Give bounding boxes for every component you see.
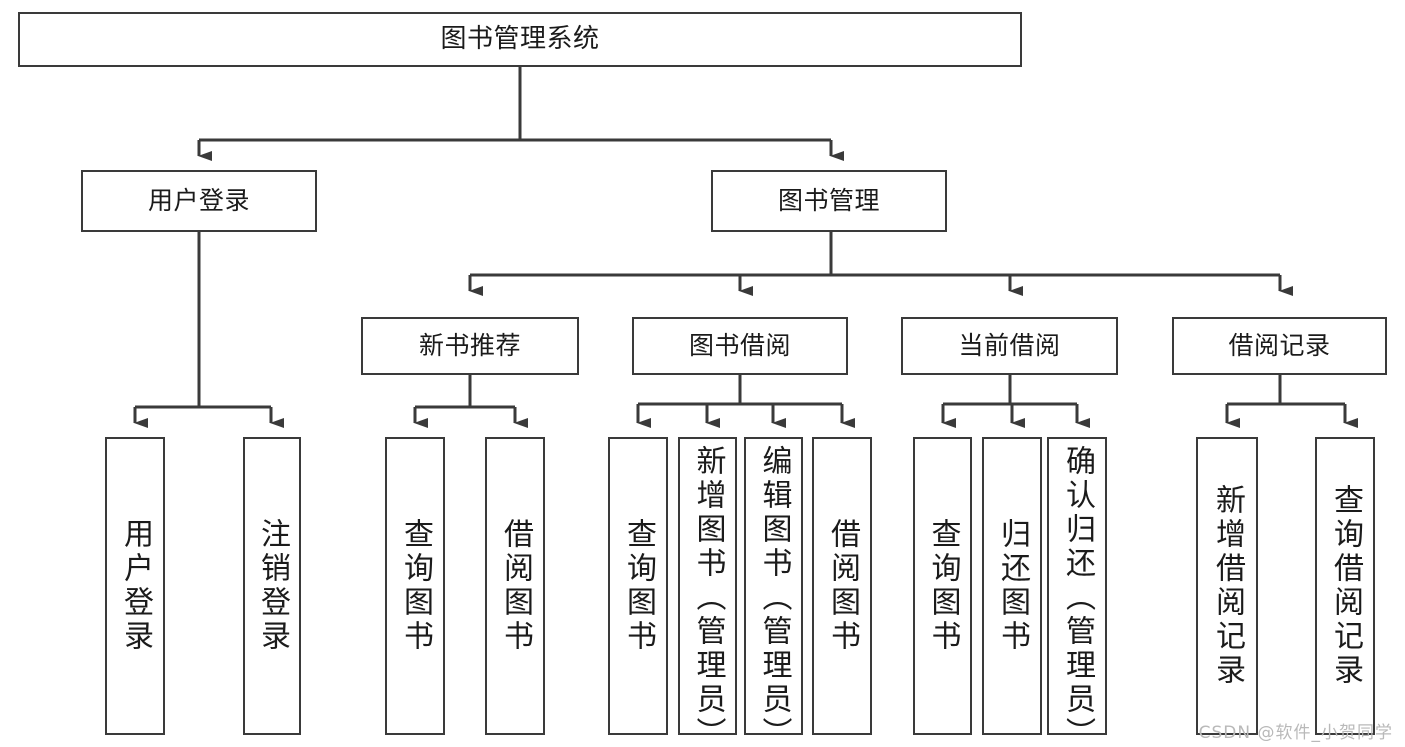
node-label: 查询图书 <box>925 518 961 654</box>
leaf-book-borrow-borrow-book[interactable]: 借阅图书 <box>812 437 872 735</box>
leaf-borrow-record-query-record[interactable]: 查询借阅记录 <box>1315 437 1375 735</box>
leaf-book-borrow-query-book[interactable]: 查询图书 <box>608 437 668 735</box>
node-label: 借阅记录 <box>1228 330 1331 360</box>
leaf-inner: 归还图书 <box>984 439 1040 733</box>
leaf-inner: 新增图书（管理员） <box>680 439 735 747</box>
leaf-inner: 查询图书 <box>915 439 970 733</box>
node-borrow-record[interactable]: 借阅记录 <box>1172 317 1387 375</box>
node-label: 图书管理 <box>777 185 880 215</box>
leaf-inner: 编辑图书（管理员） <box>746 439 801 747</box>
leaf-new-book-query-book[interactable]: 查询图书 <box>385 437 445 735</box>
node-label: 借阅图书 <box>825 518 860 654</box>
node-label: 查询图书 <box>398 518 433 654</box>
node-label: 新增借阅记录 <box>1210 484 1245 688</box>
leaf-book-borrow-add-book-admin[interactable]: 新增图书（管理员） <box>678 437 737 747</box>
node-label: 确认归还（管理员） <box>1060 445 1095 747</box>
node-new-book-recommend[interactable]: 新书推荐 <box>361 317 579 375</box>
leaf-inner: 新增借阅记录 <box>1198 439 1256 733</box>
leaf-inner: 确认归还（管理员） <box>1049 439 1105 747</box>
node-label: 归还图书 <box>995 518 1030 654</box>
node-current-borrow[interactable]: 当前借阅 <box>901 317 1118 375</box>
node-user-login[interactable]: 用户登录 <box>81 170 317 232</box>
node-label: 图书借阅 <box>688 330 791 360</box>
node-label: 新增图书（管理员） <box>690 445 726 747</box>
leaf-current-borrow-query-book[interactable]: 查询图书 <box>913 437 972 735</box>
leaf-inner: 注销登录 <box>245 439 299 733</box>
node-label: 查询图书 <box>621 518 656 654</box>
leaf-inner: 借阅图书 <box>814 439 870 733</box>
leaf-inner: 查询图书 <box>610 439 666 733</box>
node-label: 查询借阅记录 <box>1328 484 1363 688</box>
leaf-inner: 用户登录 <box>107 439 163 733</box>
node-label: 注销登录 <box>255 518 290 654</box>
node-label: 借阅图书 <box>498 518 533 654</box>
node-book-borrow[interactable]: 图书借阅 <box>632 317 848 375</box>
leaf-new-book-borrow-book[interactable]: 借阅图书 <box>485 437 545 735</box>
node-label: 当前借阅 <box>958 330 1061 360</box>
leaf-user-login-login[interactable]: 用户登录 <box>105 437 165 735</box>
leaf-inner: 查询借阅记录 <box>1317 439 1373 733</box>
leaf-borrow-record-add-record[interactable]: 新增借阅记录 <box>1196 437 1258 735</box>
node-label: 编辑图书（管理员） <box>756 445 792 747</box>
leaf-book-borrow-edit-book-admin[interactable]: 编辑图书（管理员） <box>744 437 803 747</box>
leaf-inner: 查询图书 <box>387 439 443 733</box>
leaf-user-login-logout[interactable]: 注销登录 <box>243 437 301 735</box>
leaf-current-borrow-return-book[interactable]: 归还图书 <box>982 437 1042 735</box>
node-book-management[interactable]: 图书管理 <box>711 170 947 232</box>
node-label: 图书管理系统 <box>440 23 600 54</box>
leaf-current-borrow-confirm-return-admin[interactable]: 确认归还（管理员） <box>1047 437 1107 747</box>
csdn-watermark: CSDN @软件_小贺同学 <box>1198 723 1393 743</box>
node-root-book-management-system[interactable]: 图书管理系统 <box>18 12 1022 67</box>
leaf-inner: 借阅图书 <box>487 439 543 733</box>
node-label: 新书推荐 <box>418 330 521 360</box>
node-label: 用户登录 <box>147 185 250 215</box>
node-label: 用户登录 <box>118 518 153 654</box>
